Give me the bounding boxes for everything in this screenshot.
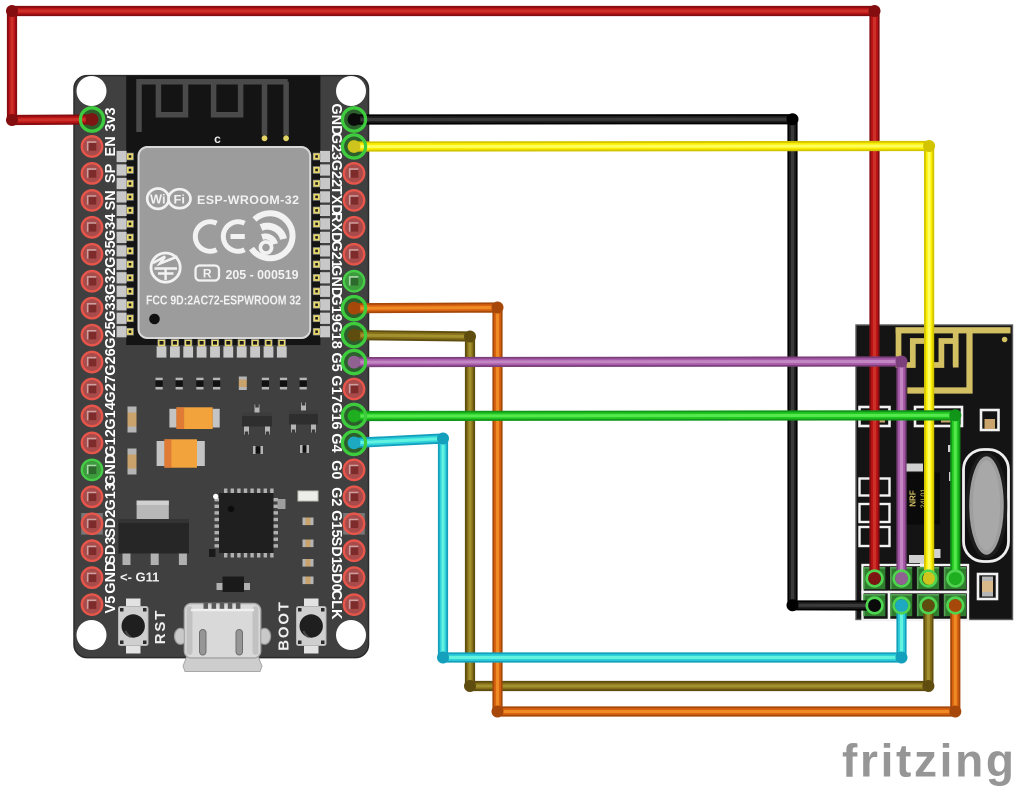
svg-text:Fi: Fi (174, 192, 186, 206)
svg-text:G18: G18 (328, 321, 344, 348)
svg-text:GND: GND (328, 265, 344, 297)
svg-text:G19: G19 (328, 294, 344, 321)
svg-text:G25: G25 (103, 321, 119, 348)
svg-text:G35: G35 (103, 240, 119, 267)
svg-text:SN: SN (103, 190, 119, 210)
svg-text:SD0: SD0 (328, 563, 344, 591)
svg-text:G14: G14 (103, 402, 119, 429)
svg-text:GND: GND (328, 103, 344, 135)
svg-text:G13: G13 (103, 483, 119, 510)
svg-text:c: c (214, 132, 221, 146)
svg-text:SP: SP (103, 163, 119, 183)
svg-text:TXD: TXD (328, 186, 344, 215)
svg-text:FCC 9D:2AC72-ESPWROOM 32: FCC 9D:2AC72-ESPWROOM 32 (146, 293, 301, 308)
svg-text:ESP-WROOM-32: ESP-WROOM-32 (197, 193, 300, 207)
svg-text:G5: G5 (328, 352, 344, 371)
svg-text:R: R (203, 267, 212, 281)
svg-text:GND: GND (103, 454, 119, 486)
svg-text:G4: G4 (328, 433, 344, 452)
svg-text:<- G11: <- G11 (120, 570, 159, 585)
svg-text:G2: G2 (328, 487, 344, 506)
svg-text:CLK: CLK (328, 590, 344, 620)
svg-text:G15: G15 (328, 510, 344, 537)
svg-text:G22: G22 (328, 160, 344, 187)
svg-text:fritzing: fritzing (842, 735, 1014, 787)
svg-text:RXD: RXD (328, 212, 344, 243)
svg-text:G27: G27 (103, 375, 119, 402)
svg-text:G33: G33 (103, 294, 119, 321)
svg-text:G23: G23 (328, 133, 344, 160)
svg-text:G21: G21 (328, 240, 344, 267)
svg-text:NRF: NRF (909, 490, 918, 507)
svg-text:EN: EN (103, 136, 119, 156)
svg-text:G16: G16 (328, 402, 344, 429)
svg-text:G34: G34 (103, 214, 119, 241)
svg-text:G12: G12 (103, 429, 119, 456)
svg-text:SD3: SD3 (103, 537, 119, 565)
svg-text:G32: G32 (103, 267, 119, 294)
svg-text:SD1: SD1 (328, 537, 344, 565)
svg-text:SD2: SD2 (103, 510, 119, 538)
svg-text:3v3: 3v3 (103, 107, 119, 131)
svg-text:BOOT: BOOT (276, 600, 293, 651)
svg-text:G0: G0 (328, 460, 344, 479)
svg-text:Wi: Wi (150, 192, 166, 207)
svg-text:RST: RST (152, 609, 169, 644)
svg-text:V5: V5 (103, 596, 119, 614)
svg-text:G26: G26 (103, 348, 119, 375)
svg-text:G17: G17 (328, 375, 344, 402)
svg-text:205 - 000519: 205 - 000519 (226, 268, 299, 282)
svg-text:GND: GND (103, 561, 119, 593)
